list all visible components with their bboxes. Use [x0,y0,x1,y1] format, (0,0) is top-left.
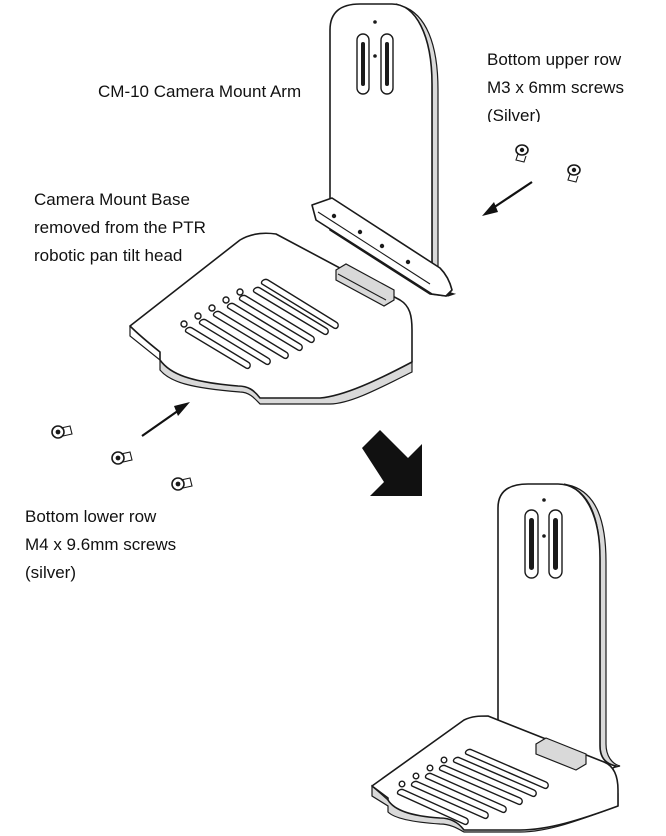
screw-icon [171,477,193,491]
arrow-icon [482,181,533,216]
screw-icon [111,451,133,465]
upper-screws-label: Bottom upper row M3 x 6mm screws (Silver… [487,46,624,122]
lower-screws-label: Bottom lower row M4 x 9.6mm screws (silv… [25,503,176,587]
screw-icon [567,164,581,183]
assembled-mount [371,483,621,833]
upper-screws-line-3: (Silver) [487,106,541,122]
arm-label-text: CM-10 Camera Mount Arm [98,82,302,101]
down-right-arrow-icon [362,430,422,496]
base-label-line-1: Camera Mount Base [34,190,190,209]
upper-screws [515,144,581,183]
arm-label: CM-10 Camera Mount Arm [98,78,301,106]
lower-screws-line-3: (silver) [25,563,76,582]
arrow-icon [141,402,190,437]
lower-screws-line-2: M4 x 9.6mm screws [25,535,177,554]
base-label-line-2: removed from the PTR [34,218,206,237]
lower-screws [51,425,193,491]
camera-mount-base [129,232,413,405]
lower-screws-line-1: Bottom lower row [25,507,157,526]
upper-screws-line-1: Bottom upper row [487,50,622,69]
screw-icon [51,425,73,439]
screw-icon [515,144,529,163]
base-label-line-3: robotic pan tilt head [34,246,183,265]
camera-mount-arm [311,3,457,297]
upper-screws-line-2: M3 x 6mm screws [487,78,624,97]
base-label: Camera Mount Base removed from the PTR r… [34,186,206,270]
